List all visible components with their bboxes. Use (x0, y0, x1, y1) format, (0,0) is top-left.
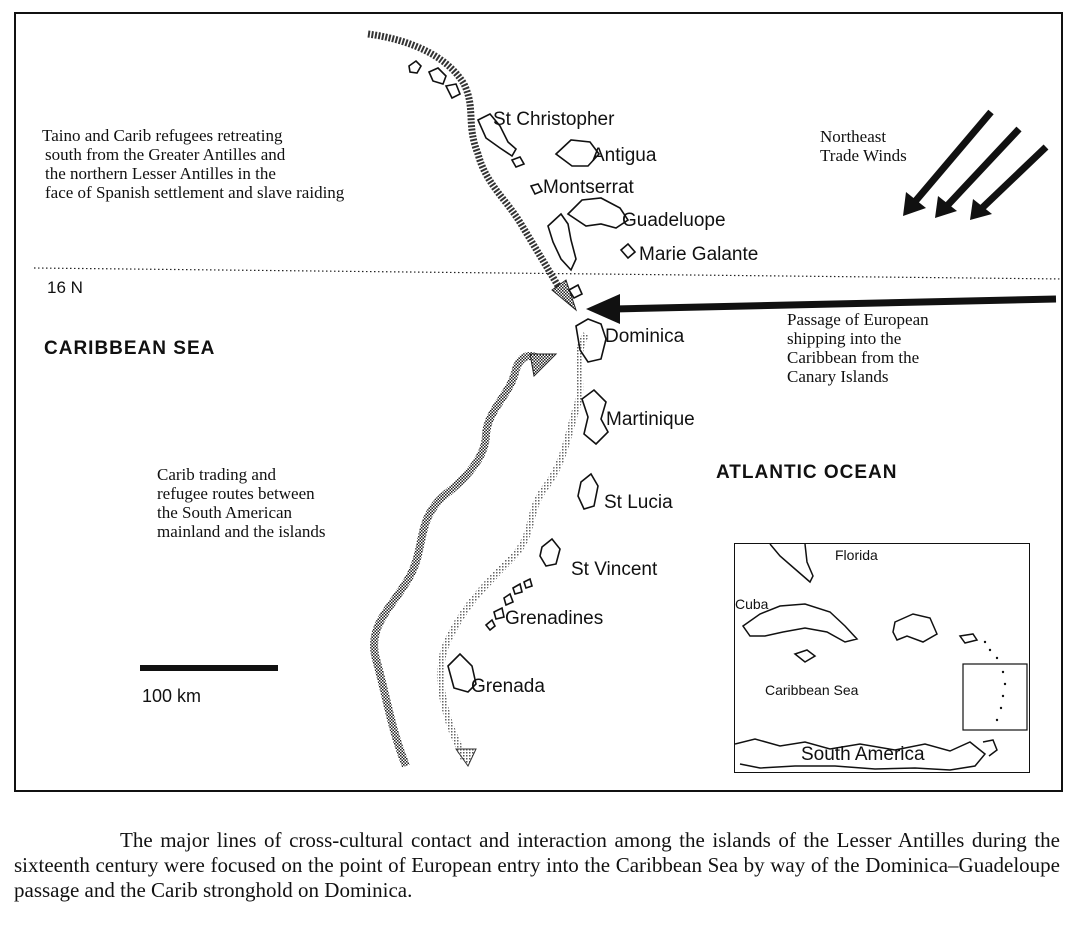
atlantic-ocean-label: ATLANTIC OCEAN (716, 462, 898, 483)
inset-hispaniola (892, 613, 938, 643)
label-grenada: Grenada (471, 676, 545, 697)
map-drawing (33, 30, 1061, 768)
island-guadeloupe-east (566, 197, 630, 229)
trade-winds-note-line: Northeast (820, 127, 887, 146)
island-small-1 (408, 59, 422, 74)
trade-wind-arrows (903, 109, 1049, 220)
inset-map: Florida Cuba Caribbean Sea South America (734, 543, 1030, 773)
refugee-note-line: south from the Greater Antilles and (45, 145, 286, 164)
carib-route-west (370, 352, 543, 768)
island-small-3 (444, 83, 462, 100)
label-grenadines: Grenadines (505, 608, 604, 629)
island-marie-galante (619, 242, 637, 260)
carib-route-east-arrowhead (455, 748, 477, 767)
carib-route-east (437, 332, 590, 761)
refugee-note-line: face of Spanish settlement and slave rai… (45, 183, 345, 202)
european-passage-note-line: Passage of European (787, 310, 929, 329)
carib-routes-note-line: refugee routes between (157, 484, 315, 503)
carib-route-west-arrowhead (529, 353, 558, 378)
island-st-vincent (539, 537, 561, 567)
label-martinique: Martinique (606, 409, 695, 430)
label-montserrat: Montserrat (543, 177, 634, 198)
label-st-christopher: St Christopher (493, 109, 615, 130)
inset-label-cuba: Cuba (735, 596, 769, 612)
inset-drawing (734, 543, 1028, 771)
label-st-lucia: St Lucia (604, 492, 673, 513)
latitude-label: 16 N (47, 278, 83, 297)
island-antigua (554, 139, 601, 167)
inset-focus-box (962, 663, 1028, 731)
inset-label-south-america: South America (801, 744, 925, 765)
carib-routes-note-line: the South American (157, 503, 293, 522)
island-st-christopher (476, 113, 518, 158)
trade-winds-note-line: Trade Winds (820, 146, 907, 165)
refugee-route-arrowhead (551, 279, 578, 312)
label-antigua: Antigua (592, 145, 657, 166)
island-st-lucia (577, 472, 599, 510)
map-figure: St Christopher Antigua Montserrat Guadel… (14, 12, 1063, 792)
inset-cuba (741, 603, 859, 643)
inset-label-florida: Florida (835, 547, 878, 563)
refugee-note-line: Taino and Carib refugees retreating (42, 126, 283, 145)
caribbean-sea-label: CARIBBEAN SEA (44, 338, 216, 359)
refugee-note: Taino and Carib refugees retreating sout… (42, 126, 344, 202)
island-grenada (447, 652, 477, 693)
label-guadeloupe: Guadeluope (622, 210, 726, 231)
island-small-2 (427, 67, 447, 85)
european-passage-note-line: Caribbean from the (787, 348, 920, 367)
island-grenadines-4 (512, 582, 523, 595)
trade-winds-note: Northeast Trade Winds (820, 127, 907, 165)
inset-south-america (734, 738, 987, 771)
european-passage-note-line: shipping into the (787, 329, 902, 348)
label-st-vincent: St Vincent (571, 559, 658, 580)
inset-florida (769, 543, 814, 584)
carib-routes-note: Carib trading and refugee routes between… (157, 465, 326, 541)
island-nevis (510, 156, 526, 168)
island-montserrat (529, 183, 544, 196)
island-guadeloupe-west (547, 212, 577, 272)
label-dominica: Dominica (605, 326, 685, 347)
european-passage-note-line: Canary Islands (787, 367, 889, 386)
inset-jamaica (793, 649, 817, 663)
island-les-saintes (567, 283, 584, 300)
island-grenadines-2 (493, 606, 505, 620)
refugee-route (367, 30, 568, 298)
european-passage-arrow (613, 295, 1057, 313)
refugee-note-line: the northern Lesser Antilles in the (45, 164, 276, 183)
scale-label: 100 km (142, 686, 202, 706)
island-grenadines-1 (484, 618, 497, 632)
carib-routes-note-line: mainland and the islands (157, 522, 326, 541)
figure-caption: The major lines of cross-cultural contac… (14, 828, 1060, 902)
island-outlines (408, 59, 637, 693)
label-marie-galante: Marie Galante (639, 244, 759, 265)
inset-trinidad (982, 739, 998, 757)
inset-puerto-rico (958, 633, 979, 644)
island-martinique (581, 388, 609, 446)
carib-routes-note-line: Carib trading and (157, 465, 276, 484)
european-passage-note: Passage of European shipping into the Ca… (787, 310, 929, 386)
island-dominica (575, 318, 607, 363)
inset-label-caribbean-sea: Caribbean Sea (765, 682, 859, 698)
european-passage-arrowhead (586, 294, 620, 324)
island-grenadines-5 (523, 577, 533, 590)
island-grenadines-3 (503, 592, 515, 607)
